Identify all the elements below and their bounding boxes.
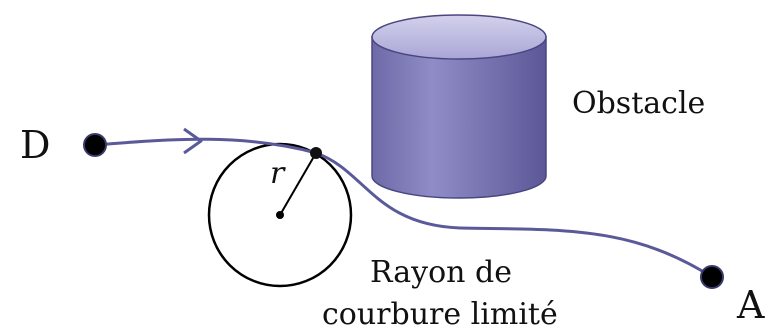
radius-label: r (270, 156, 286, 191)
direction-arrow-icon (183, 127, 203, 155)
obstacle-body (371, 36, 547, 199)
obstacle-top (371, 14, 547, 60)
end-label: A (736, 283, 765, 327)
start-label: D (20, 123, 50, 167)
trajectory-path (94, 137, 713, 279)
radius-line (279, 152, 317, 216)
end-point-icon (700, 265, 724, 289)
obstacle-cylinder (371, 14, 547, 199)
caption-line-1: Rayon de (370, 255, 512, 290)
caption-line-2: courbure limité (322, 297, 558, 330)
obstacle-label: Obstacle (572, 86, 705, 121)
circle-center-dot (276, 211, 284, 219)
tangent-point (310, 147, 322, 159)
start-point-icon (83, 133, 107, 157)
